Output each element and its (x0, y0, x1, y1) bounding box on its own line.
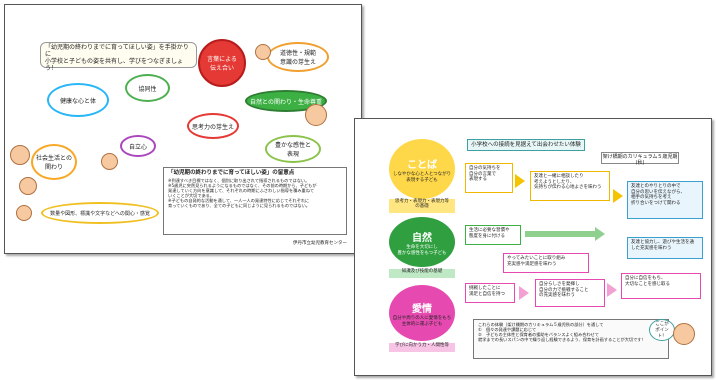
arrow-right-icon (519, 286, 529, 300)
left-title: 「幼児期の終わりまでに育ってほしい姿」を手掛かりに 小学校と子どもの姿を共有し、… (40, 42, 197, 72)
section-title: 愛情 (412, 303, 432, 315)
shizen-box: 生活に必要な習慣や 態度を身に付ける (465, 225, 521, 245)
aijou-box: 挑戦したことに 満足と自信を持つ (465, 283, 515, 303)
arrow-right-icon (595, 227, 605, 241)
kotoba-box: 友達とのやりとりの中で 自分の思いを伝えながら、 相手の気持ちを考え 折り合いを… (627, 181, 703, 219)
child-illustration-icon (19, 177, 37, 195)
item-health: 健康な心と体 (47, 83, 109, 117)
summary-line: ② 子どもの主体性と保育者の援助をバランスよく組み合わせて (478, 332, 599, 338)
arrow-right-icon (515, 174, 525, 188)
section-shizen: 自然 生命を大切にし 豊かな感性をもつ子ども (389, 217, 455, 267)
item-thinking: 思考力の芽生え (187, 113, 239, 139)
note-line: ※到達すべき目標ではなく、個別に取り出されて指導されるものではない。 (168, 178, 310, 184)
note-line: ※子どもの自発的な活動を通して、一人一人の発達特性に応じてそれぞれに (168, 198, 310, 204)
section-desc: しなやかな心と人とつながり 表現する子ども (392, 171, 452, 183)
section-desc: 生命を大切にし 豊かな感性をもつ子ども (397, 244, 447, 256)
section-footer: 思考力・表現力・表現力等 の基礎 (389, 199, 455, 213)
child-illustration-icon (16, 205, 32, 221)
section-aijou: 愛情 自分や周りの人に愛情をもち 主体的に運ぶ子ども (389, 285, 455, 341)
section-footer: 知識及び技能の基礎 (389, 269, 455, 278)
right-header: 小学校への接続を見据えて出会わせたい体験 (467, 139, 585, 151)
summary-box: これらの体験（架け橋期のカリキュラム５歳児秋の部分）を通して ① 個々の発達や課… (473, 319, 669, 359)
aijou-box: 自分らしさを発揮し 自分の力で挑戦すること の充実感を味わう (535, 279, 605, 307)
aijou-box: 自分に自信をもち、 大切なことを感じ取る (621, 273, 701, 299)
child-illustration-icon (305, 104, 327, 126)
note-box: 「幼児期の終わりまでに育ってほしい姿」の留意点 ※到達すべき目標ではなく、個別に… (163, 167, 347, 235)
section-footer: 学びに向かう力・人間性等 (389, 343, 455, 352)
child-illustration-icon (255, 44, 271, 60)
arrow-right-icon (607, 283, 617, 297)
summary-line: ① 個々の発達や課題に応じて (478, 327, 537, 333)
curriculum-label: 架け橋期のカリキュラム５歳児期(秋) (601, 152, 679, 166)
item-cooperation: 協同性 (125, 74, 170, 102)
point-bubble: ここが ポイント！ (649, 319, 675, 341)
teacher-illustration-icon (673, 323, 695, 345)
summary-line: これらの体験（架け橋期のカリキュラム５歳児秋の部分）を通して (478, 322, 604, 327)
note-line: 発達していく方向を意識して、それぞれの時期にふさわしい指導を積み重ねて (168, 188, 315, 194)
center-item: 言葉による 伝え合い (198, 39, 246, 87)
aijou-box: やってみたいことに取り組み 充実感や満足感を味わう (503, 253, 589, 273)
summary-line: 就学までの長いスパンの中で繰り返し経験できるよう、保育を計画することが大切です！ (478, 337, 646, 343)
note-line: いくことが大切である。 (168, 193, 215, 199)
section-title: ことば (407, 159, 437, 171)
section-kotoba: ことば しなやかな心と人とつながり 表現する子ども (389, 139, 455, 199)
right-document: 小学校への接続を見据えて出会わせたい体験 架け橋期のカリキュラム５歳児期(秋) … (354, 118, 712, 376)
item-nature: 自然との関わり・生命尊重 (245, 90, 327, 112)
item-expression: 豊かな感性と 表現 (265, 135, 321, 163)
child-illustration-icon (10, 145, 30, 165)
item-society: 社会生活との 関わり (31, 144, 77, 180)
arrow-bar (525, 231, 595, 237)
arrow-right-icon (613, 189, 623, 203)
child-illustration-icon (101, 153, 118, 170)
item-moral: 道徳性・規範 意識の芽生え (267, 42, 329, 72)
section-title: 自然 (412, 232, 432, 244)
kotoba-box: 自分の気持ちを 自分の言葉で 表現する (465, 163, 513, 193)
note-line: ※5歳児に突然見られるようになるものではなく、その前の時期から、子どもが (168, 183, 317, 189)
note-title: 「幼児期の終わりまでに育ってほしい姿」の留意点 (168, 170, 295, 176)
section-desc: 自分や周りの人に愛情をもち 主体的に運ぶ子ども (392, 315, 452, 327)
shizen-box: 友達と協力し、遊びや生活を通 した充実感を味わう (627, 237, 703, 259)
item-numbers: 数量や図形、標識や文字などへの関心・感覚 (41, 202, 159, 224)
note-line: 育っていくものであり、全ての子どもに同じように見られるものではない。 (168, 203, 310, 209)
item-independence: 自立心 (120, 135, 156, 157)
credit: 伊丹市立幼児教育センター (293, 241, 347, 246)
kotoba-box: 友達と一緒に相談したり 考えようとしたり、 気持ちが伝わる心地よさを味わう (530, 171, 610, 201)
left-document: 「幼児期の終わりまでに育ってほしい姿」を手掛かりに 小学校と子どもの姿を共有し、… (4, 4, 362, 254)
